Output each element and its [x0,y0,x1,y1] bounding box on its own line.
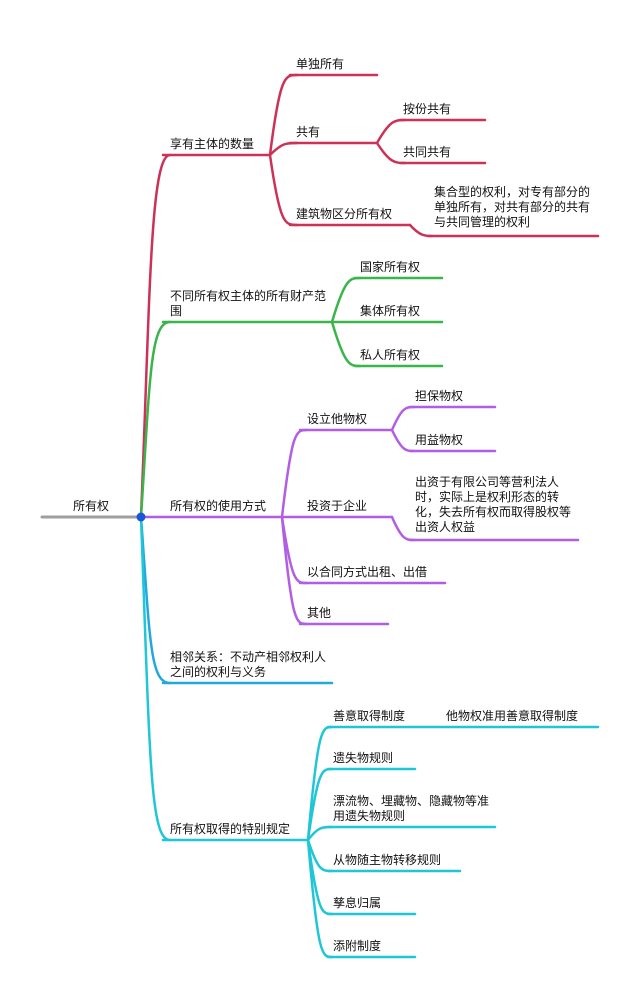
invest-note: 出资于有限公司等营利法人时，实际上是权利形态的转化，失去所有权而取得股权等出资人… [415,475,572,534]
others-label: 其他 [307,606,332,620]
co-share-label: 按份共有 [403,102,452,116]
branch-use-lines [139,405,580,626]
invest-label: 投资于企业 [307,499,368,513]
branch-scope-lines [139,276,444,519]
fruits-label: 孳息归属 [333,896,382,910]
building-ownership-label: 建筑物区分所有权 [296,207,393,221]
state-ownership-label: 国家所有权 [360,260,421,274]
drift-property-label: 漂流物、埋藏物、隐藏物等准用遗失物规则 [333,794,490,823]
branch-special-lines [139,515,600,959]
accessory-label: 从物随主物转移规则 [333,853,442,867]
good-faith-note: 他物权准用善意取得制度 [446,709,579,723]
neighbor-label: 相邻关系：不动产相邻权利人之间的权利与义务 [170,650,327,679]
other-rights-label: 设立他物权 [307,412,368,426]
lost-property-label: 遗失物规则 [333,751,394,765]
usufruct-rights-label: 用益物权 [415,433,464,447]
quantity-label: 享有主体的数量 [170,137,255,151]
co-joint-label: 共同共有 [403,145,452,159]
private-ownership-label: 私人所有权 [360,348,421,362]
sole-ownership-label: 单独所有 [296,57,345,71]
collective-ownership-label: 集体所有权 [360,304,421,318]
scope-label: 不同所有权主体的所有财产范围 [170,289,327,318]
use-label: 所有权的使用方式 [170,499,267,513]
building-ownership-note: 集合型的权利，对专有部分的单独所有，对共有部分的共有与共同管理的权利 [434,185,591,229]
lease-label: 以合同方式出租、出借 [307,565,428,579]
branch-quantity-lines [139,73,600,519]
good-faith-label: 善意取得制度 [333,709,406,723]
branch-neighbor-lines [139,515,334,685]
accession-label: 添附制度 [333,939,382,953]
co-ownership-label: 共有 [296,125,321,139]
special-label: 所有权取得的特别规定 [170,822,291,836]
root-label: 所有权 [73,499,110,513]
security-rights-label: 担保物权 [415,389,464,403]
root-node-dot [136,512,146,522]
